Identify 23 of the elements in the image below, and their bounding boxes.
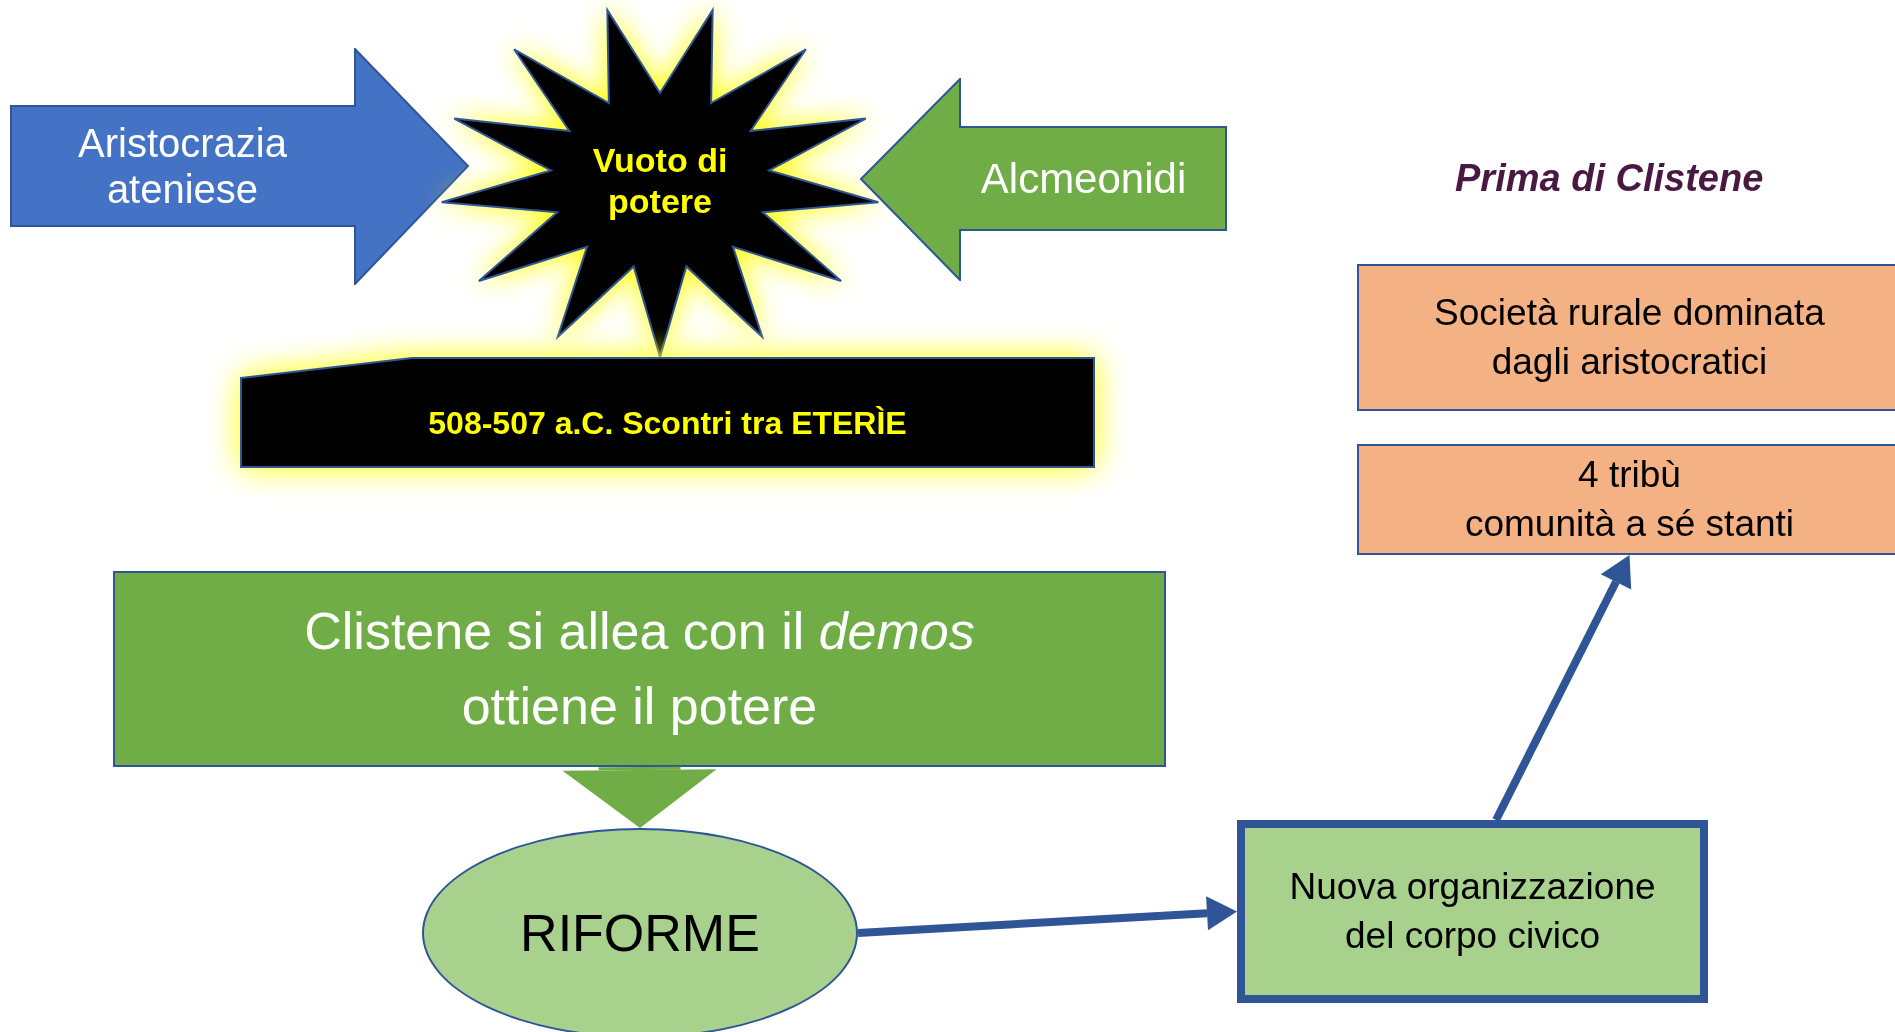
process-box — [1237, 820, 1708, 1003]
block-arrow — [860, 78, 1227, 281]
node-text: Nuova organizzazione del corpo civico — [1288, 865, 1657, 958]
process-box — [1357, 444, 1895, 555]
process-box — [1357, 264, 1895, 411]
node-text: 4 tribù — [1578, 453, 1681, 498]
arrow — [1492, 555, 1632, 822]
block-arrow — [10, 48, 470, 285]
process-box — [113, 571, 1166, 767]
node-text: Società rurale dominata dagli aristocratici — [1433, 291, 1826, 384]
arrow — [562, 766, 717, 828]
node-text: Alcmeonidi — [980, 154, 1187, 204]
node-text: Clistene si allea con il demos — [304, 600, 975, 662]
arrow — [857, 896, 1237, 937]
callout-box — [240, 357, 1095, 468]
node-text: comunità a sé stanti — [1464, 501, 1795, 546]
node-text: RIFORME — [520, 903, 760, 964]
starburst-shape — [440, 5, 880, 357]
node-text: ottiene il potere — [461, 676, 818, 737]
node-text: Vuoto di potere — [591, 140, 729, 222]
section-heading: Prima di Clistene — [1455, 156, 1764, 201]
node-text: Aristocrazia ateniese — [77, 120, 288, 212]
node-text: 508-507 a.C. Scontri tra ETERÌE — [428, 403, 907, 443]
